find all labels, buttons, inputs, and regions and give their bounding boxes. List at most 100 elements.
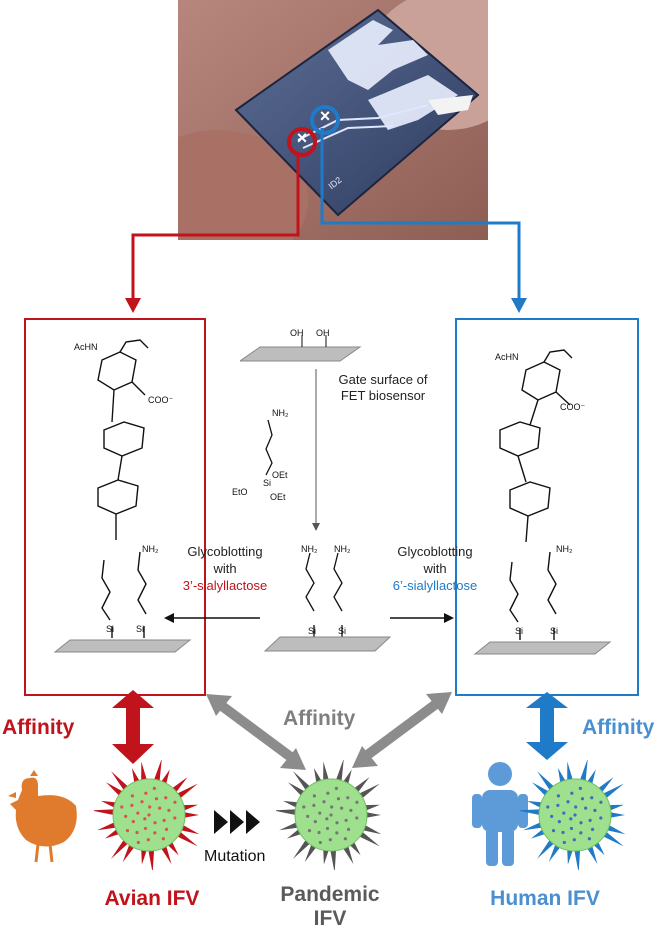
virus-spike [141, 761, 148, 782]
virus-dot [312, 794, 316, 798]
affinity-pandemic-label: Affinity [283, 707, 356, 730]
virus-spike [609, 812, 625, 818]
right-nh2-label: NH₂ [556, 544, 573, 554]
virus-dot [152, 786, 156, 790]
virus-dot [588, 818, 592, 822]
virus-spike [579, 760, 588, 783]
virus-dot [307, 829, 312, 833]
virus-dot [346, 827, 351, 831]
sialyllactose-6-structure [473, 349, 612, 655]
virus-dot [153, 821, 157, 825]
virus-spike [175, 830, 198, 847]
virus-spike [574, 848, 581, 870]
virus-spike [153, 760, 162, 783]
red-arrowhead [125, 298, 141, 313]
center-reaction-scheme [240, 335, 392, 652]
surface-nh2-1: NH₂ [301, 544, 318, 554]
affinity-avian-label: Affinity [2, 716, 75, 739]
human-ifv-label: Human IFV [490, 887, 600, 910]
virus-dot [131, 820, 135, 824]
virus-dot [325, 817, 329, 821]
virus-spike [342, 844, 354, 865]
virus-spike [357, 830, 380, 847]
surface-oh-2: OH [316, 328, 330, 338]
left-nh2-label: NH₂ [142, 544, 159, 554]
virus-spike [537, 771, 556, 792]
virus-dot [306, 814, 310, 818]
virus-spike [537, 838, 556, 859]
virus-spike [357, 783, 380, 800]
gate-surface-label: Gate surface of FET biosensor [338, 372, 428, 403]
virus-dot [590, 796, 594, 800]
virus-dot [566, 800, 570, 804]
virus-dot [140, 800, 144, 804]
virus-spike [141, 848, 148, 865]
virus-spike [183, 812, 199, 818]
pandemic-ifv-label-line1: Pandemic [280, 883, 380, 906]
left-glycoblotting-line2: with [213, 561, 237, 576]
virus-dot [562, 811, 566, 815]
pandemic-virus-icon [276, 760, 382, 870]
marker-right-circle [310, 105, 340, 135]
virus-dot [570, 791, 574, 795]
right-glycoblotting-line1: Glycoblotting [397, 544, 473, 559]
virus-dot [550, 814, 554, 818]
reagent-eto-label: EtO [232, 487, 248, 497]
virus-dot [125, 829, 130, 833]
affinity-arrows [112, 690, 568, 770]
virus-dot [148, 805, 152, 809]
virus-spike [335, 760, 344, 783]
virus-dot [147, 813, 151, 817]
virus-dot [599, 816, 603, 820]
left-si-label-2: Si [136, 624, 145, 634]
virus-spike [181, 804, 198, 811]
avian-receptor-panel [24, 318, 206, 696]
human-virus-icon [520, 760, 626, 870]
virus-spike [586, 844, 598, 865]
virus-spike [279, 821, 300, 831]
chicken-icon [8, 770, 77, 863]
virus-spike [276, 809, 298, 816]
virus-spike [548, 843, 562, 863]
virus-dot [587, 837, 591, 841]
virus-dot [158, 806, 162, 810]
virus-spike [160, 844, 172, 865]
virus-spike [323, 848, 330, 865]
right-si-label-2: Si [550, 626, 559, 636]
virus-spike [288, 782, 306, 797]
virus-dot [599, 800, 603, 804]
virus-spike [601, 783, 624, 800]
virus-dot [579, 821, 583, 825]
virus-spike [330, 848, 337, 870]
pandemic-ifv-label-line2: IFV [313, 907, 347, 930]
reagent-nh2-label: NH₂ [272, 408, 289, 418]
red-connector [131, 152, 300, 300]
virus-spike [532, 782, 550, 797]
right-achn-label: AcHN [495, 352, 519, 362]
virus-spike [293, 838, 312, 859]
gate-surface-plate [240, 346, 362, 362]
marker-right-x-icon: × [319, 106, 331, 126]
virus-dot [569, 826, 574, 831]
virus-dot [590, 827, 595, 831]
virus-dot [124, 814, 128, 818]
virus-dot [322, 800, 326, 804]
left-si-label-1: Si [106, 624, 115, 634]
virus-dot [593, 808, 597, 812]
virus-dot [349, 808, 353, 812]
left-coo-label: COO⁻ [148, 395, 174, 405]
virus-dot [579, 831, 583, 835]
virus-dot [562, 840, 566, 845]
virus-spike [313, 768, 323, 785]
virus-spike [171, 777, 188, 794]
virus-dot [343, 837, 347, 841]
virus-spike [304, 843, 318, 863]
virus-spike [557, 768, 567, 785]
virus-dot [584, 806, 588, 810]
virus-dot [173, 800, 177, 804]
fet-chip-photo [178, 0, 488, 240]
virus-dot [136, 840, 140, 845]
virus-dot [313, 820, 317, 824]
virus-spike [361, 824, 382, 835]
right-glycoblotting-line2: with [423, 561, 447, 576]
